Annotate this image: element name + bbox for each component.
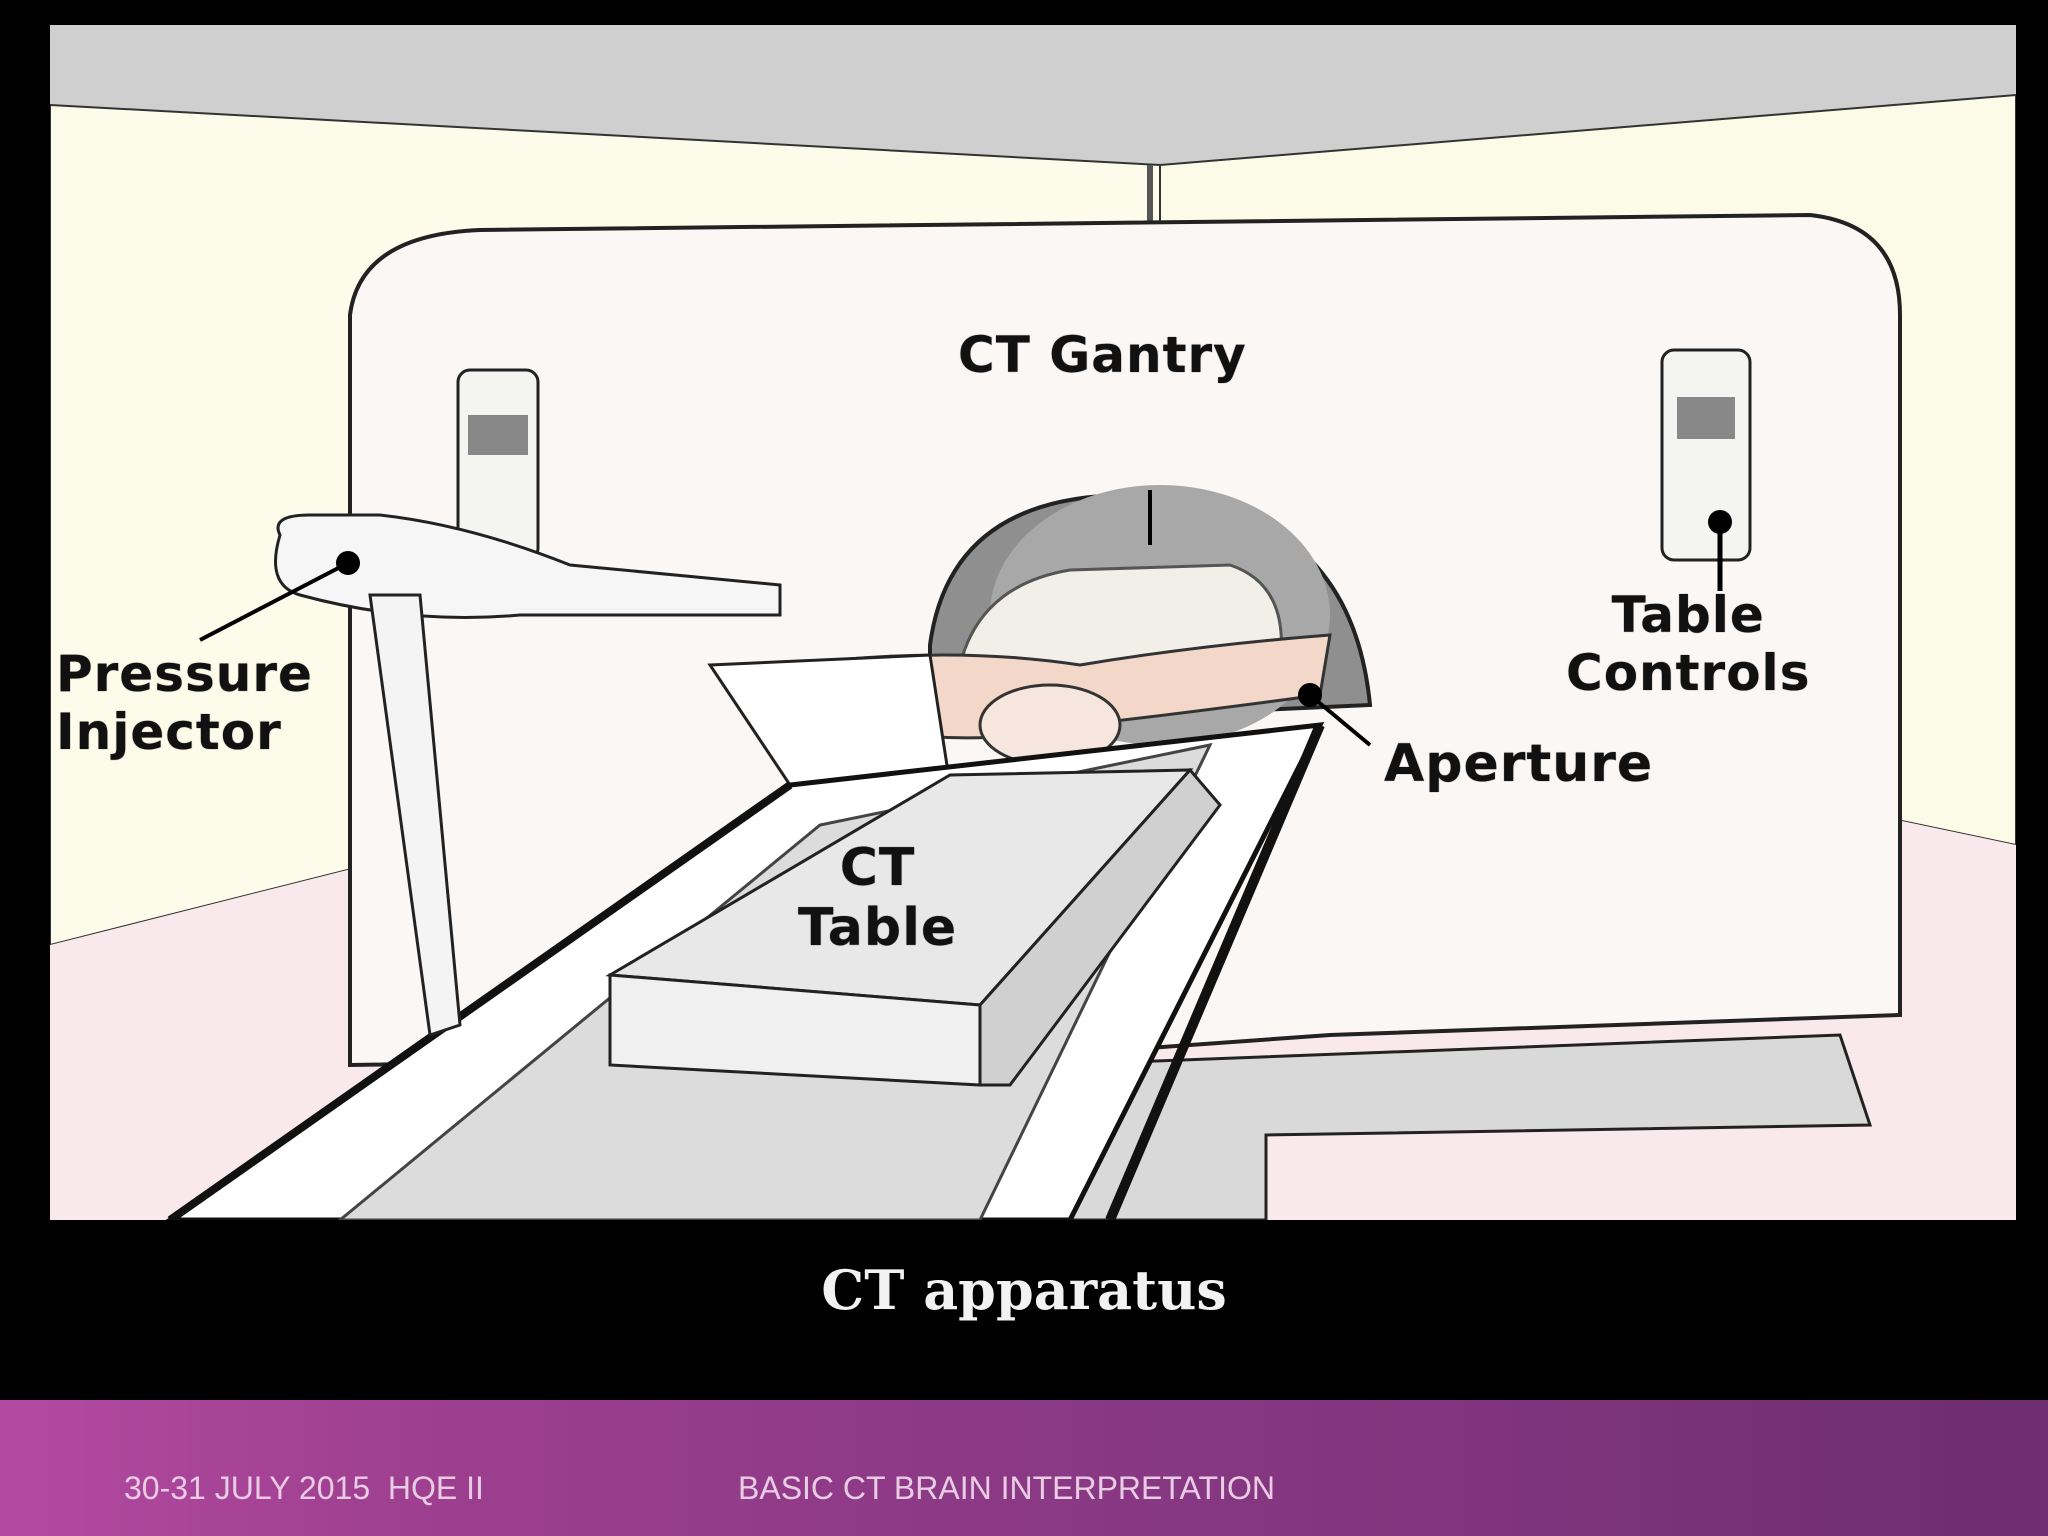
label-ct-table: CT Table	[798, 838, 958, 959]
table-controls-screen	[1677, 397, 1735, 439]
pressure-injector-stand	[368, 593, 462, 1037]
label-ct-table-line2: Table	[798, 897, 958, 958]
figure-caption: CT apparatus	[821, 1258, 1227, 1322]
ct-apparatus-illustration: CT Gantry Table Controls Pressure Inject…	[50, 25, 2016, 1220]
label-table-controls-line1: Table	[1611, 586, 1765, 644]
left-control-screen	[468, 415, 528, 455]
track-rail	[1105, 723, 1325, 1220]
injector-pointer	[199, 561, 349, 642]
label-table-controls: Table Controls	[1566, 586, 1811, 702]
label-aperture-text: Aperture	[1384, 734, 1654, 794]
footer-presentation-title: BASIC CT BRAIN INTERPRETATION	[738, 1470, 1275, 1506]
pressure-injector-head	[274, 513, 782, 619]
ct-table-end	[978, 767, 1222, 1087]
table-controls-panel	[1660, 348, 1752, 562]
label-table-controls-line2: Controls	[1566, 643, 1811, 702]
label-aperture: Aperture	[1384, 734, 1654, 795]
ct-room-drawing	[50, 25, 2016, 1220]
footer-date-event: 30-31 JULY 2015 HQE II	[124, 1470, 484, 1506]
aperture-pointer	[1308, 693, 1372, 747]
label-pressure-injector: Pressure Injector	[56, 645, 313, 761]
slide-footer: 30-31 JULY 2015 HQE II BASIC CT BRAIN IN…	[0, 1400, 2048, 1536]
label-pressure-injector-line2: Injector	[56, 702, 282, 761]
track-rail-left	[167, 781, 793, 1220]
ceiling	[50, 25, 2016, 165]
label-ct-gantry: CT Gantry	[958, 326, 1247, 385]
gantry-base	[1048, 1033, 1873, 1220]
label-ct-table-line1: CT	[839, 838, 916, 898]
label-pressure-injector-line1: Pressure	[56, 645, 313, 703]
label-ct-gantry-text: CT Gantry	[958, 326, 1247, 384]
